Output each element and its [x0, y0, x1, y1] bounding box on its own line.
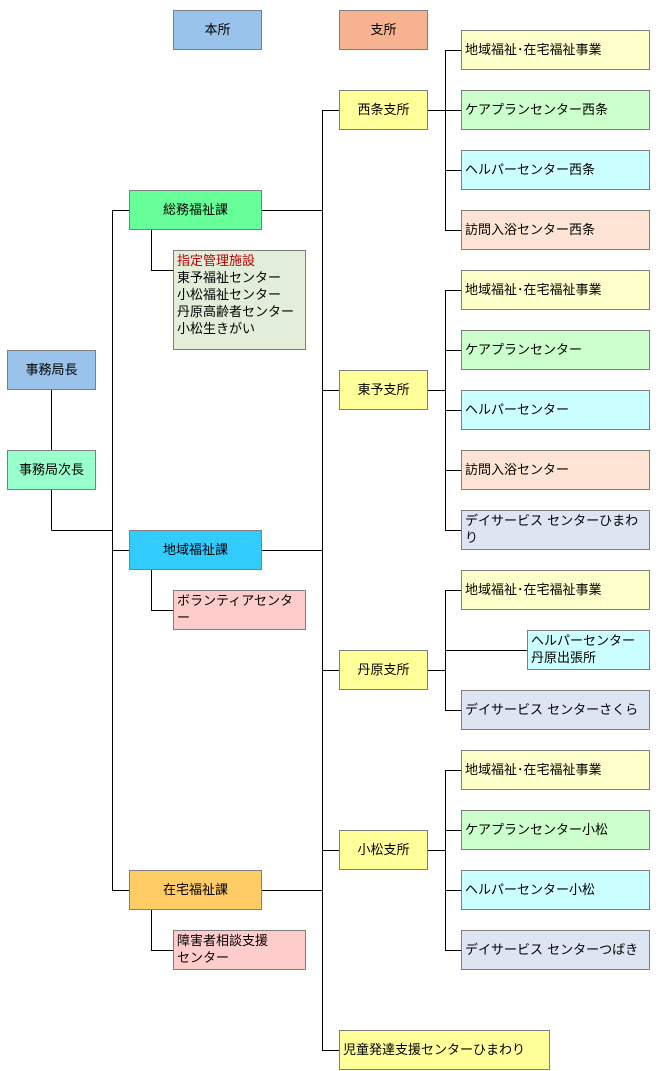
saijo-unit: ケアプランセンター西条 [461, 90, 650, 130]
disability-support-line: センター [177, 951, 230, 966]
section-somu: 総務福祉課 [129, 190, 262, 230]
section-zaitaku: 在宅福祉課 [129, 870, 262, 910]
branch-komatsu: 小松支所 [339, 830, 428, 870]
toyo-unit: ケアプランセンター [461, 330, 650, 370]
toyo-unit: 訪問入浴センター [461, 450, 650, 490]
komatsu-unit: ケアプランセンター小松 [461, 810, 650, 850]
toyo-unit: ヘルパーセンター [461, 390, 650, 430]
saijo-unit: 訪問入浴センター西条 [461, 210, 650, 250]
director-box: 事務局長 [7, 350, 96, 390]
deputy-director-box: 事務局次長 [7, 450, 96, 490]
branch-tanbara: 丹原支所 [339, 650, 428, 690]
tanbara-helper-box: ヘルパーセンター 丹原出張所 [527, 630, 650, 670]
volunteer-center-box: ボランティアセンター [173, 590, 306, 630]
header-shisho: 支所 [339, 10, 428, 50]
tanbara-unit: デイサービス センターさくら [461, 690, 650, 730]
tanbara-helper-line: ヘルパーセンター [531, 634, 636, 649]
section-chiiki: 地域福祉課 [129, 530, 262, 570]
facilities-title: 指定管理施設 [177, 254, 256, 269]
saijo-unit: ヘルパーセンター西条 [461, 150, 650, 190]
branch-saijo: 西条支所 [339, 90, 428, 130]
jido-center-box: 児童発達支援センターひまわり [339, 1030, 550, 1070]
toyo-unit: デイサービス センターひまわり [461, 510, 650, 550]
facility-item: 東予福祉センター [177, 271, 282, 286]
toyo-unit: 地域福祉･在宅福祉事業 [461, 270, 650, 310]
designated-facilities-box: 指定管理施設 東予福祉センター 小松福祉センター 丹原高齢者センター 小松生きが… [173, 250, 306, 350]
disability-support-line: 障害者相談支援 [177, 934, 269, 949]
facility-item: 小松生きがい [177, 322, 256, 337]
komatsu-unit: 地域福祉･在宅福祉事業 [461, 750, 650, 790]
tanbara-helper-line: 丹原出張所 [531, 651, 597, 666]
disability-support-box: 障害者相談支援 センター [173, 930, 306, 970]
facility-item: 小松福祉センター [177, 288, 282, 303]
branch-toyo: 東予支所 [339, 370, 428, 410]
header-honsho: 本所 [173, 10, 262, 50]
facility-item: 丹原高齢者センター [177, 305, 295, 320]
saijo-unit: 地域福祉･在宅福祉事業 [461, 30, 650, 70]
komatsu-unit: デイサービス センターつばき [461, 930, 650, 970]
tanbara-unit: 地域福祉･在宅福祉事業 [461, 570, 650, 610]
komatsu-unit: ヘルパーセンター小松 [461, 870, 650, 910]
